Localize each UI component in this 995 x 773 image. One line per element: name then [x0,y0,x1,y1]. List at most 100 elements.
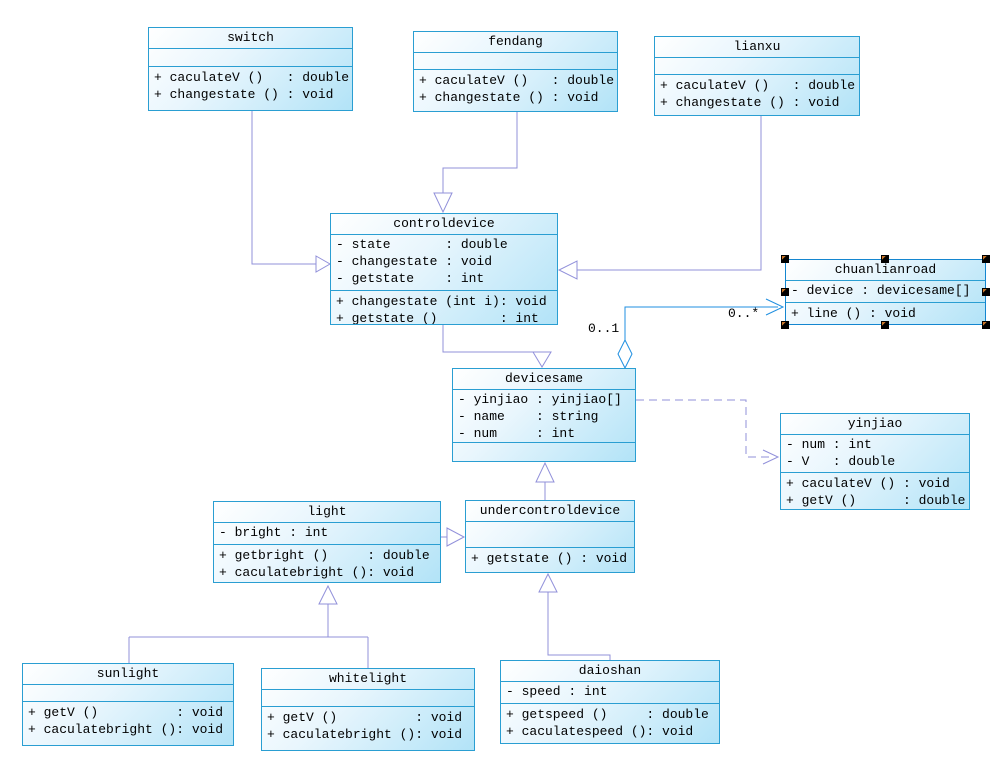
method-caculatebright: + caculatebright (): void [28,722,224,737]
method-changestate: + changestate (int i): void [336,294,547,309]
generalization-lianxu-controldevice[interactable] [557,116,762,280]
generalization-undercontroldevice-devicesame[interactable] [535,461,555,500]
generalization-fendang-controldevice[interactable] [433,112,518,214]
class-attributes: - yinjiao : yinjiao[] - name : string - … [453,390,635,443]
class-sunlight[interactable]: sunlight + getV () : void + caculatebrig… [22,663,234,746]
class-methods-empty [453,443,635,461]
class-methods: + changestate (int i): void + getstate (… [331,291,557,324]
class-attributes: - num : int - V : double [781,435,969,473]
method-caculatebright: + caculatebright (): void [219,565,415,580]
class-attributes-empty [149,49,352,67]
class-attributes: - state : double - changestate : void - … [331,235,557,291]
open-arrowhead [762,449,780,465]
class-methods: + getV () : void + caculatebright (): vo… [262,707,474,750]
class-attributes: - speed : int [501,682,719,704]
method-changestate: + changestate () : void [419,90,599,105]
method-getstate: + getstate () : void [471,551,628,566]
class-attributes-empty [414,53,617,70]
class-undercontroldevice[interactable]: undercontroldevice + getstate () : void [465,500,635,573]
selection-handle[interactable] [781,255,789,263]
generalization-sunlight-whitelight-light[interactable] [128,584,369,668]
selection-handle[interactable] [982,255,990,263]
method-line: + line () : void [791,306,916,321]
method-caculatev: + caculateV () : double [154,70,350,85]
selection-handle[interactable] [781,321,789,329]
class-chuanlianroad[interactable]: chuanlianroad - device : devicesame[] + … [785,259,986,325]
class-yinjiao[interactable]: yinjiao - num : int - V : double + cacul… [780,413,970,510]
method-caculatespeed: + caculatespeed (): void [506,724,694,739]
attribute-device: - device : devicesame[] [791,283,971,298]
class-daioshan[interactable]: daioshan - speed : int + getspeed () : d… [500,660,720,744]
method-caculatev: + caculateV () : double [660,78,856,93]
method-caculatebright: + caculatebright (): void [267,727,463,742]
class-attributes-empty [655,58,859,75]
class-attributes: - device : devicesame[] [786,281,985,303]
attribute-state: - state : double [336,237,508,252]
hollow-triangle-arrowhead [557,260,578,280]
method-getspeed: + getspeed () : double [506,707,709,722]
class-methods: + getstate () : void [466,548,634,572]
class-attributes: - bright : int [214,523,440,545]
attribute-num: - num : int [786,437,872,452]
class-methods: + caculateV () : double + changestate ()… [655,75,859,115]
class-attributes-empty [466,522,634,548]
method-getv: + getV () : void [267,710,463,725]
hollow-triangle-arrowhead [535,461,555,483]
class-lianxu[interactable]: lianxu + caculateV () : double + changes… [654,36,860,116]
class-attributes-empty [262,690,474,707]
attribute-changestate: - changestate : void [336,254,493,269]
selection-handle[interactable] [881,255,889,263]
class-methods: + caculateV () : double + changestate ()… [414,70,617,111]
hollow-triangle-arrowhead [318,584,338,605]
class-whitelight[interactable]: whitelight + getV () : void + caculatebr… [261,668,475,751]
class-title: undercontroldevice [466,501,634,522]
class-controldevice[interactable]: controldevice - state : double - changes… [330,213,558,325]
method-caculatev: + caculateV () : void [786,476,950,491]
attribute-getstate: - getstate : int [336,271,485,286]
hollow-triangle-arrowhead [315,255,332,273]
attribute-speed: - speed : int [506,684,608,699]
class-title: sunlight [23,664,233,685]
generalization-switch-controldevice[interactable] [251,111,332,273]
class-methods: + getV () : void + caculatebright (): vo… [23,702,233,745]
selection-handle[interactable] [881,321,889,329]
class-devicesame[interactable]: devicesame - yinjiao : yinjiao[] - name … [452,368,636,462]
class-title: whitelight [262,669,474,690]
dependency-devicesame-yinjiao[interactable] [636,399,780,465]
selection-handle[interactable] [781,288,789,296]
attribute-name: - name : string [458,409,599,424]
open-arrowhead [765,298,785,316]
method-getv: + getV () : void [28,705,224,720]
hollow-triangle-arrowhead [433,192,453,214]
hollow-triangle-arrowhead [446,527,466,547]
class-light[interactable]: light - bright : int + getbright () : do… [213,501,441,583]
selection-handle[interactable] [982,321,990,329]
class-methods: + caculateV () : void + getV () : double [781,473,969,509]
class-title: controldevice [331,214,557,235]
class-methods: + line () : void [786,303,985,324]
method-getbright: + getbright () : double [219,548,430,563]
hollow-triangle-arrowhead [538,572,558,593]
method-getstate: + getstate () : int [336,311,539,324]
class-methods: + caculateV () : double + changestate ()… [149,67,352,110]
class-title: chuanlianroad [786,260,985,281]
method-changestate: + changestate () : void [660,95,840,110]
hollow-diamond [617,338,633,370]
generalization-controldevice-devicesame[interactable] [442,325,552,368]
selection-handle[interactable] [982,288,990,296]
generalization-daioshan-undercontroldevice[interactable] [538,572,611,660]
class-title: daioshan [501,661,719,682]
class-methods: + getbright () : double + caculatebright… [214,545,440,582]
class-fendang[interactable]: fendang + caculateV () : double + change… [413,31,618,112]
method-getv: + getV () : double [786,493,966,508]
class-title: switch [149,28,352,49]
generalization-light-undercontroldevice[interactable] [441,527,466,547]
hollow-triangle-arrowhead [532,351,552,368]
method-caculatev: + caculateV () : double [419,73,615,88]
class-title: yinjiao [781,414,969,435]
class-title: devicesame [453,369,635,390]
class-switch[interactable]: switch + caculateV () : double + changes… [148,27,353,111]
multiplicity-label-0-1: 0..1 [588,321,620,336]
